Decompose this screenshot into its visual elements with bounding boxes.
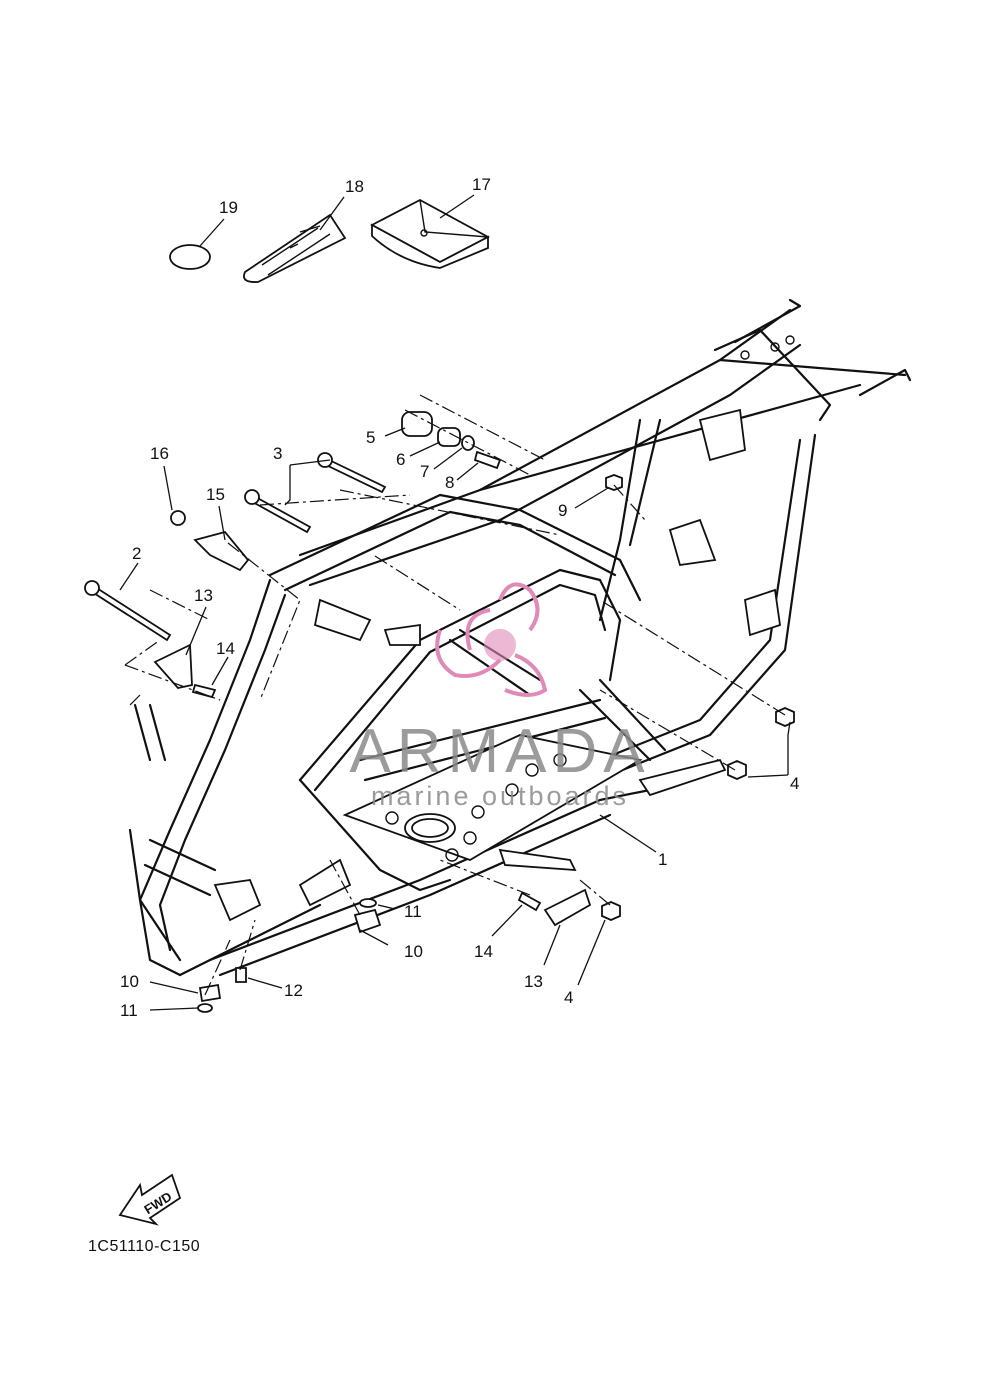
- callout-14b: 14: [474, 942, 493, 961]
- callout-14a: 14: [216, 639, 235, 658]
- watermark-tagline: marine outboards: [371, 781, 629, 811]
- callout-4b: 4: [564, 988, 573, 1007]
- callout-16: 16: [150, 444, 169, 463]
- callout-11b: 11: [120, 1001, 138, 1020]
- callout-2: 2: [132, 544, 141, 563]
- o-ring-part: [169, 244, 211, 270]
- callout-13a: 13: [194, 586, 213, 605]
- callout-11a: 11: [404, 902, 422, 921]
- callout-10b: 10: [120, 972, 139, 991]
- callout-9: 9: [558, 501, 567, 520]
- callout-4a: 4: [790, 774, 799, 793]
- callout-5: 5: [366, 428, 375, 447]
- callout-13b: 13: [524, 972, 543, 991]
- callout-6: 6: [396, 450, 405, 469]
- owners-manual-part: [370, 198, 490, 269]
- callout-12: 12: [284, 981, 303, 1000]
- diagram-code: 1C51110-C150: [88, 1238, 201, 1255]
- callout-7: 7: [420, 462, 429, 481]
- watermark-logo: [435, 582, 548, 697]
- fwd-arrow-icon: FWD: [118, 1173, 182, 1226]
- tool-bag-part: [243, 213, 347, 283]
- watermark-brand: ARMADA: [349, 717, 650, 786]
- callout-3: 3: [273, 444, 282, 463]
- assembly-lines: [124, 394, 786, 996]
- hardware-parts: [84, 411, 795, 1013]
- frame-assembly: [128, 298, 912, 977]
- leader-lines: [119, 194, 791, 1011]
- callout-15: 15: [206, 485, 225, 504]
- callout-18: 18: [345, 177, 364, 196]
- callout-10a: 10: [404, 942, 423, 961]
- callout-1: 1: [658, 850, 667, 869]
- callout-labels: 1 2 3 4 4 5 6 7 8 9 10 10 11 11 12 13 13…: [120, 175, 799, 1020]
- watermark: ARMADA marine outboards: [349, 582, 650, 811]
- callout-8: 8: [445, 473, 454, 492]
- callout-19: 19: [219, 198, 238, 217]
- callout-17: 17: [472, 175, 491, 194]
